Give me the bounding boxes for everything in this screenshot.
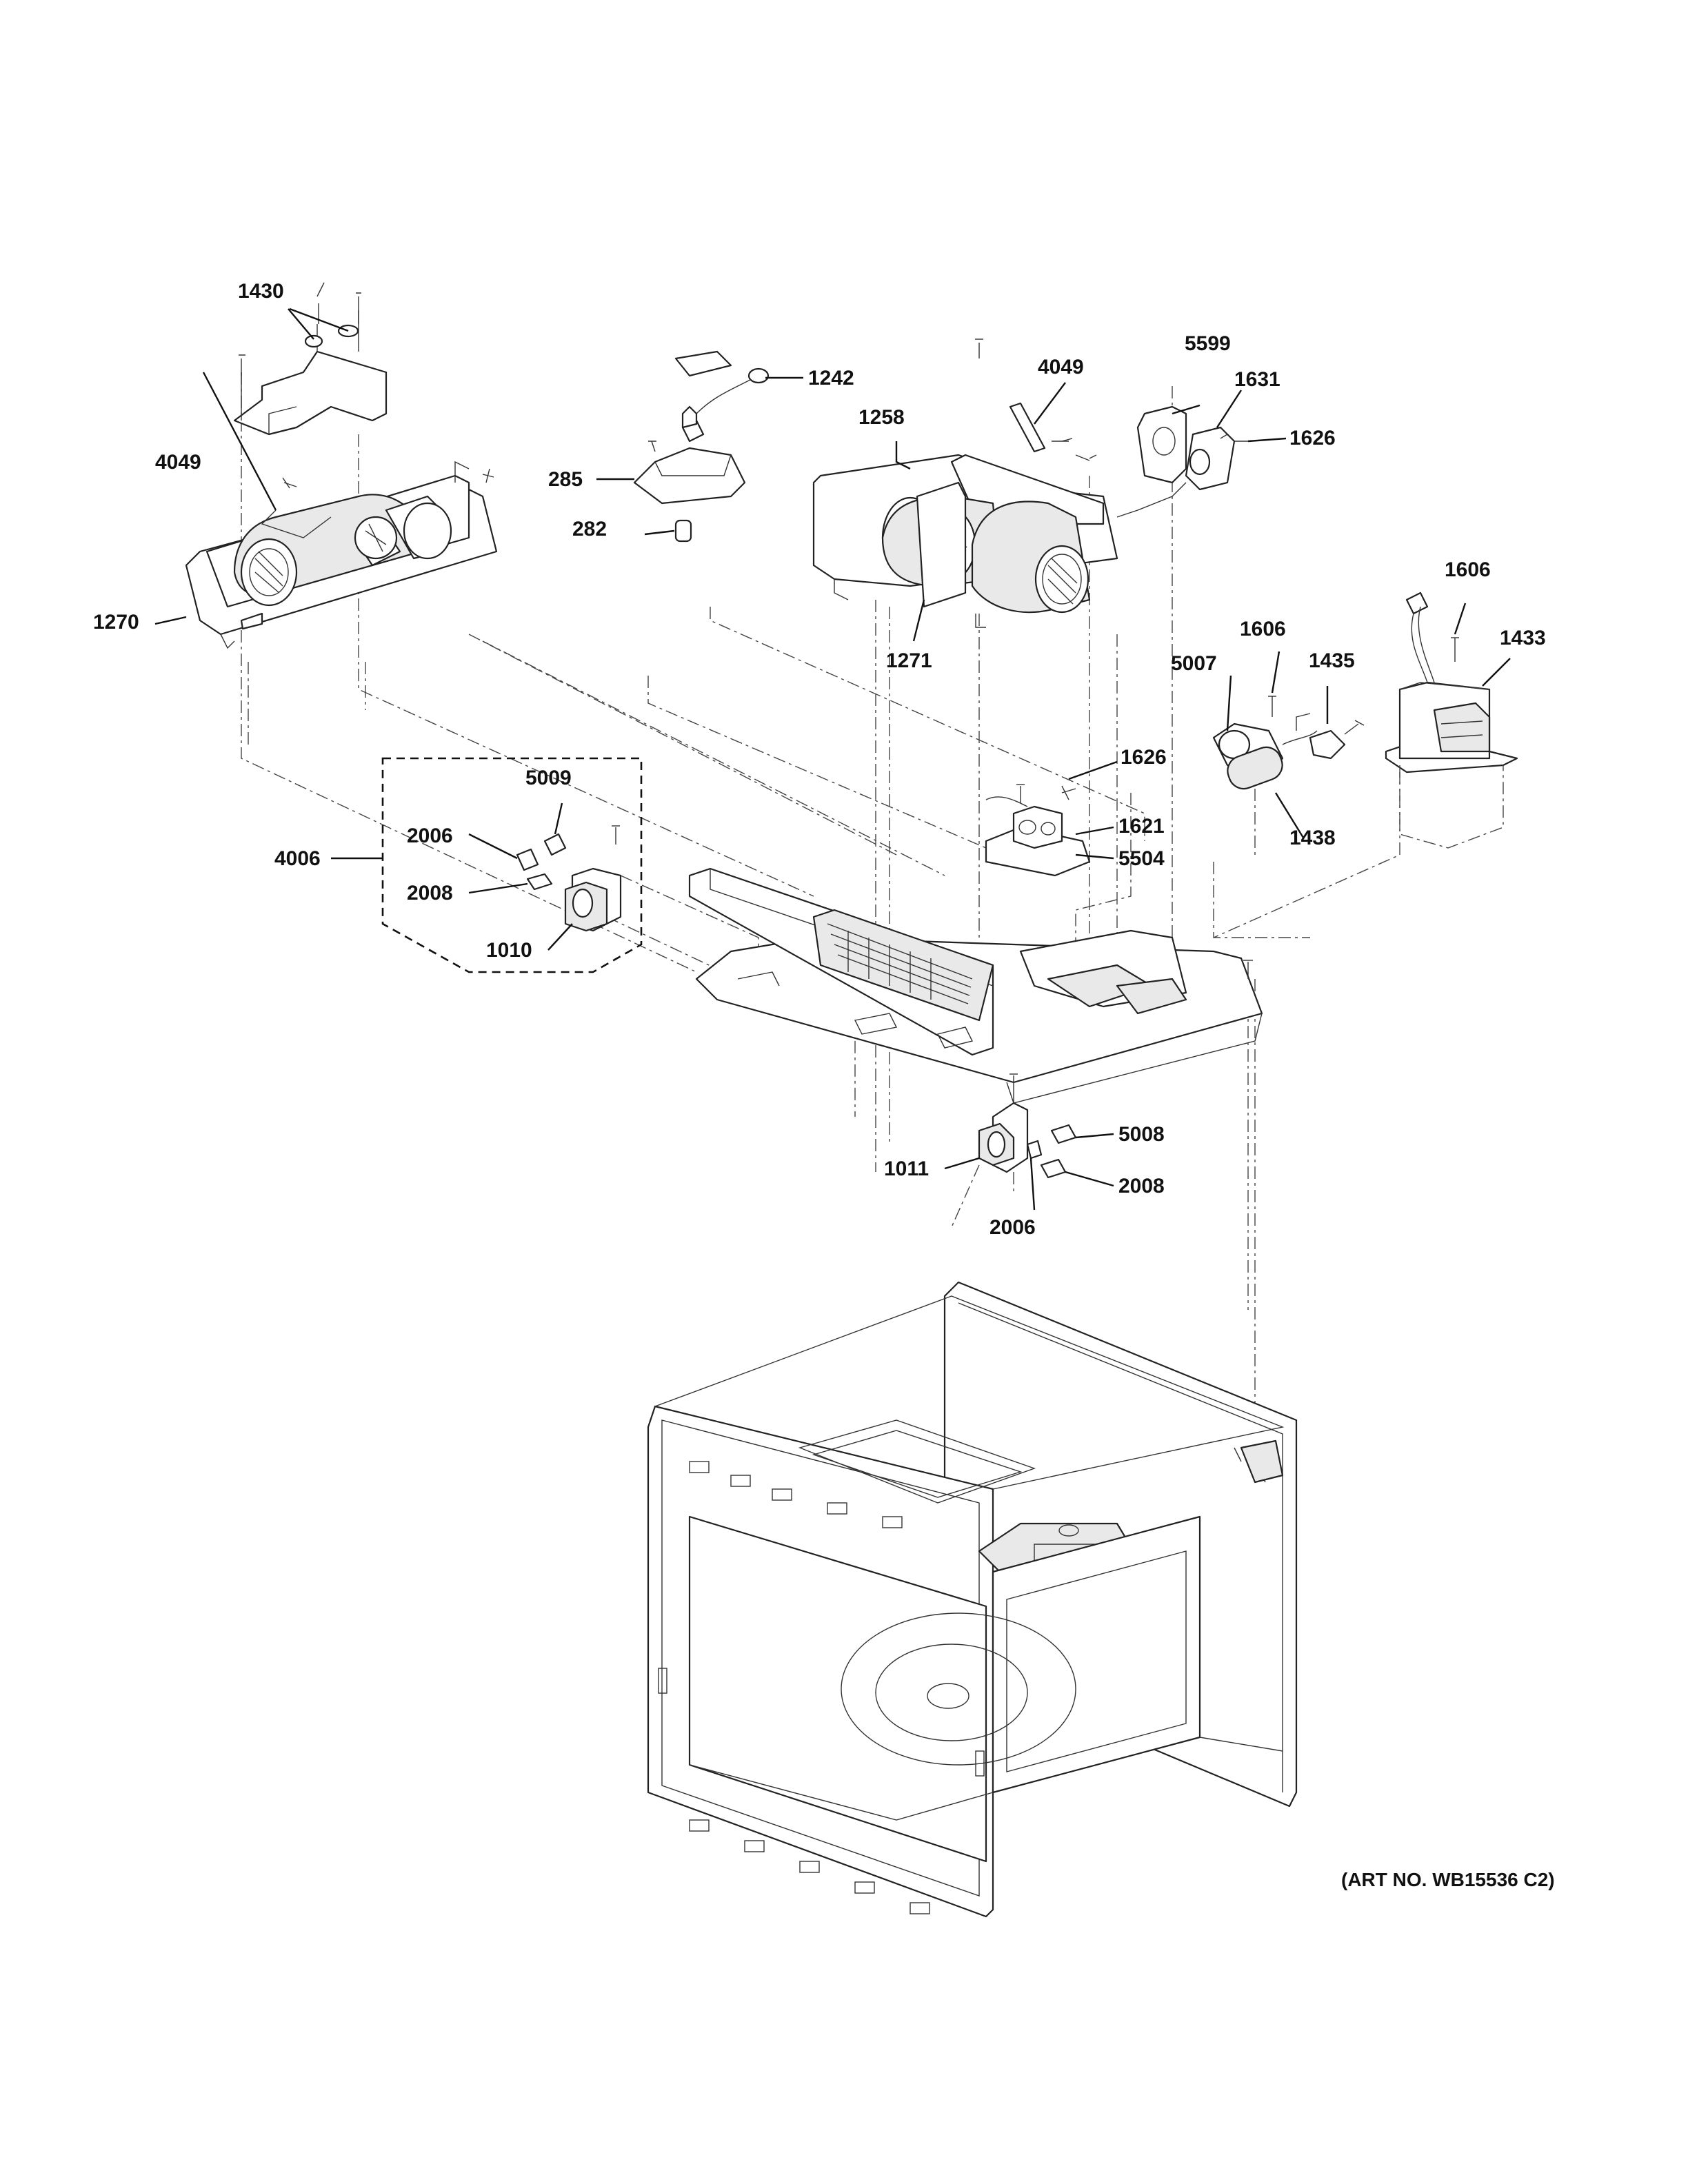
label-5599: 5599 [1185,332,1231,355]
label-1258: 1258 [858,406,905,429]
oven-cavity [647,1281,1298,1918]
label-1606-right: 1606 [1445,558,1491,581]
label-5504: 5504 [1118,847,1165,870]
label-1631: 1631 [1234,368,1280,391]
label-5007: 5007 [1171,652,1217,675]
label-1435: 1435 [1309,649,1355,672]
label-4006: 4006 [274,847,321,870]
label-2008-left: 2008 [407,882,453,904]
label-1242: 1242 [808,367,854,390]
thermostat-bracket [1116,405,1248,518]
leader-lines [154,307,1511,1211]
transformer [1385,592,1518,849]
label-1270: 1270 [93,611,139,634]
label-1438: 1438 [1289,827,1336,849]
base-plate-assembly [688,867,1263,1104]
label-282: 282 [572,518,607,540]
label-1430: 1430 [238,280,284,303]
part-labels: 1430 1242 4049 5599 1631 1258 1626 4049 … [93,280,1546,1239]
right-blower-assembly [812,338,1118,628]
label-1621: 1621 [1118,815,1165,838]
label-1010: 1010 [486,939,532,962]
right-interlock-group [978,960,1253,1179]
alignment-lines [241,372,1400,1420]
label-1011: 1011 [884,1157,929,1180]
left-blower-assembly [185,461,498,649]
terminal-block-assembly [985,784,1091,877]
label-5009: 5009 [525,767,572,789]
label-1626-center: 1626 [1121,746,1167,769]
left-interlock-group [381,757,643,973]
label-285: 285 [548,468,583,491]
label-1626-top: 1626 [1289,427,1336,449]
art-number: (ART NO. WB15536 C2) [1341,1869,1555,1890]
label-2006-right: 2006 [989,1216,1036,1239]
label-1271: 1271 [886,649,932,672]
label-2006-left: 2006 [407,825,453,847]
label-4049-left: 4049 [155,451,201,474]
label-5008: 5008 [1118,1123,1165,1146]
label-2008-right: 2008 [1118,1175,1165,1197]
capacitor-assembly [1212,696,1365,790]
label-1606-center: 1606 [1240,618,1286,640]
mounting-bracket [233,282,388,436]
label-4049-top: 4049 [1038,356,1084,378]
label-1433: 1433 [1500,627,1546,649]
lamp-housing-assembly [633,350,770,543]
